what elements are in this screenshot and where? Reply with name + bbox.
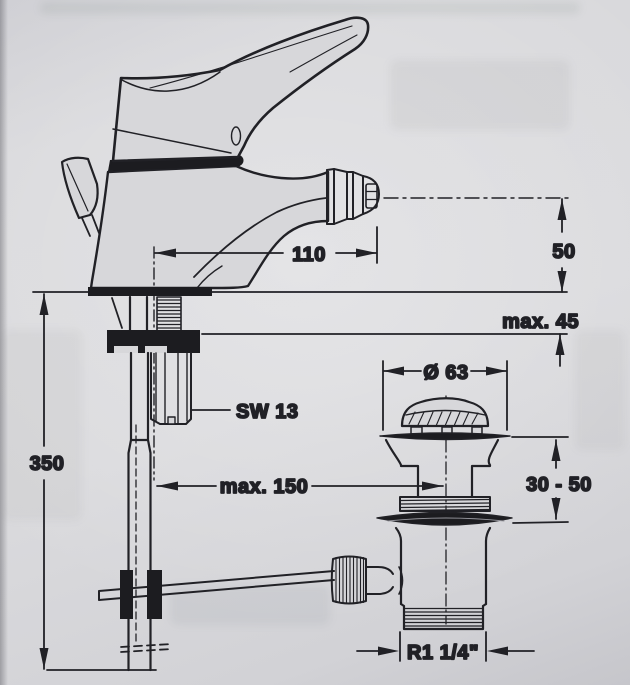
dimensions: 110 50 max. 45 SW 13 [29,197,592,671]
faucet-body [89,164,330,290]
spout-outlet [326,168,380,225]
dim-label-50: 50 [552,241,575,263]
mounting-hardware [88,246,212,481]
rod-clamp-left [120,570,133,619]
pop-up-linkage-rod [98,570,335,601]
deck-diagonal [111,297,123,329]
dim-max150: max. 150 [156,475,444,499]
spout-shadow-line [193,197,327,278]
dim-label-30-50: 30 - 50 [526,474,592,496]
threaded-stud [156,296,182,332]
spout-shadow-line-2 [196,265,223,289]
dim-label-max150: max. 150 [220,476,309,498]
pop-up-waste-drawing [330,395,513,631]
deck-plate [88,287,212,296]
dim-label-110: 110 [292,244,326,266]
rod-sleeve-upper [128,295,149,332]
rubber-washer [107,330,200,353]
dim-dia63: Ø 63 [382,360,508,431]
adjuster-knob [330,555,394,605]
side-lever-stem [81,214,100,237]
waste-body-upper [384,438,500,499]
lever-pivot [230,126,242,146]
rod-sleeve [127,351,152,672]
dim-30-50: 30 - 50 [511,436,592,524]
dim-max45: max. 45 [501,310,579,367]
lever-handle [111,16,370,163]
lever-cap-facet [112,128,232,154]
hex-nut [150,352,192,425]
waste-plug-cap [400,397,490,435]
dim-50: 50 [551,198,576,293]
dim-110: 110 [154,226,378,267]
waste-flange [379,432,511,441]
side-lever [60,156,99,220]
side-lever-line [66,163,89,212]
dim-label-dia63: Ø 63 [423,362,468,384]
lever-cap-saddle [121,71,221,92]
lever-highlight [149,25,353,89]
dim-label-max45: max. 45 [502,311,579,333]
pop-up-rod-assembly [98,351,335,672]
dim-label-sw13: SW 13 [236,401,299,423]
rod-break-lines [120,643,173,653]
callout-sw13: SW 13 [191,400,299,424]
waste-outlet-thread [399,602,488,631]
mixer-faucet-drawing [60,16,380,290]
waste-locknut-sheen [387,517,505,522]
lever-highlight-2 [289,34,358,73]
waste-body-fillet [398,566,404,595]
dim-r114: R1 1/4" [356,631,535,665]
dim-350: 350 [29,293,157,671]
dim-label-r114: R1 1/4" [407,642,479,664]
waste-thread-band [399,496,491,512]
waste-locknut [376,511,513,526]
waste-body-lower [394,526,492,606]
dim-label-350: 350 [30,453,65,475]
rod-clamp-right [147,570,162,619]
